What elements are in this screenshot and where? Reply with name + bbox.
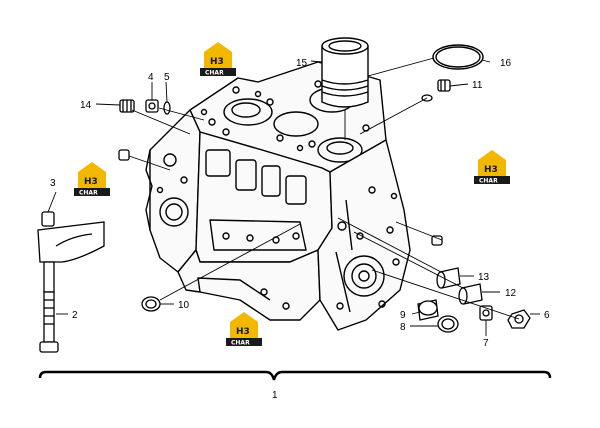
callout-8: 8 bbox=[400, 322, 406, 333]
o-ring bbox=[432, 44, 484, 70]
callout-13: 13 bbox=[478, 272, 490, 283]
svg-text:H3: H3 bbox=[84, 177, 98, 187]
leader-lines bbox=[47, 57, 540, 336]
callout-9: 9 bbox=[400, 310, 406, 321]
callout-6: 6 bbox=[544, 310, 550, 321]
main-bearing-cap bbox=[37, 211, 105, 353]
plug bbox=[118, 149, 130, 161]
watermark-logo: H3 CHAR bbox=[226, 312, 262, 347]
watermark-logo: H3 CHAR bbox=[200, 42, 236, 77]
svg-text:H3: H3 bbox=[210, 57, 224, 67]
callout-14: 14 bbox=[80, 100, 92, 111]
svg-text:CHAR: CHAR bbox=[205, 70, 224, 77]
bushing bbox=[417, 299, 439, 321]
plug bbox=[421, 79, 451, 102]
plug bbox=[141, 296, 161, 312]
plug bbox=[479, 305, 493, 321]
callout-2: 2 bbox=[72, 310, 78, 321]
plug bbox=[145, 99, 159, 113]
plug bbox=[431, 235, 443, 246]
callout-3: 3 bbox=[50, 178, 56, 189]
bushing bbox=[437, 315, 459, 333]
callout-12: 12 bbox=[505, 288, 517, 299]
watermark-logo: H3 CHAR bbox=[474, 150, 510, 185]
svg-text:H3: H3 bbox=[236, 327, 250, 337]
washer bbox=[163, 101, 171, 115]
callout-11: 11 bbox=[472, 80, 483, 91]
bushing bbox=[458, 283, 483, 305]
svg-text:CHAR: CHAR bbox=[79, 190, 98, 197]
assembly-bracket bbox=[38, 370, 552, 381]
callout-10: 10 bbox=[178, 300, 190, 311]
watermark-logo: H3 CHAR bbox=[74, 162, 110, 197]
cylinder-block bbox=[145, 61, 411, 331]
svg-text:CHAR: CHAR bbox=[479, 178, 498, 185]
svg-text:H3: H3 bbox=[484, 165, 498, 175]
callout-4: 4 bbox=[148, 72, 154, 83]
callout-16: 16 bbox=[500, 58, 512, 69]
callout-15: 15 bbox=[296, 58, 308, 69]
cylinder-liner bbox=[321, 37, 369, 108]
callout-7: 7 bbox=[483, 338, 489, 349]
callout-5: 5 bbox=[164, 72, 170, 83]
plug bbox=[119, 99, 135, 113]
callout-1: 1 bbox=[272, 390, 278, 401]
svg-text:CHAR: CHAR bbox=[231, 340, 250, 347]
